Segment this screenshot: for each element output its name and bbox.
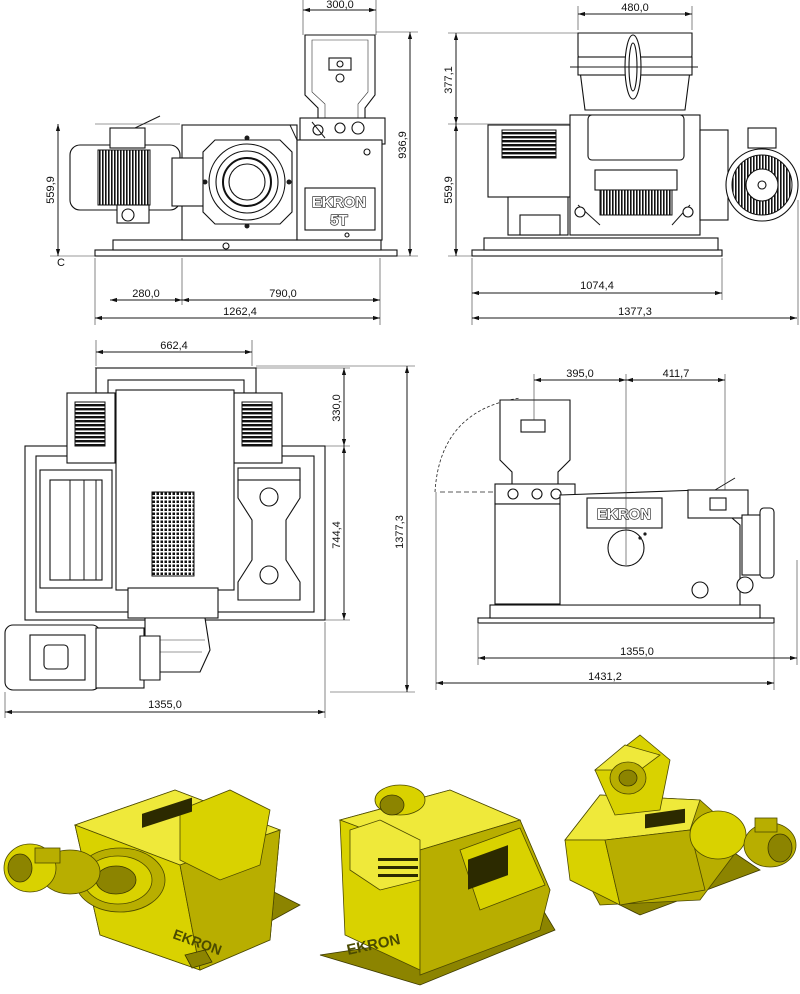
ring-front — [202, 135, 293, 229]
dim-side-top: 480,0 — [621, 2, 649, 14]
dim-side-upper: 377,1 — [443, 66, 455, 94]
iso-view-left: EKRON — [3, 789, 301, 971]
dim-top-total-h: 1377,3 — [394, 515, 406, 549]
side-view — [471, 32, 799, 257]
top-view — [4, 367, 326, 691]
dim-side-b2: 1377,3 — [618, 306, 652, 318]
dim-side-lower: 559,9 — [443, 176, 455, 204]
dim-front-left: 559,9 — [45, 176, 57, 204]
logo-rear: EKRON — [597, 506, 651, 523]
dim-front-top: 300,0 — [326, 0, 354, 11]
dim-rear-b1: 1355,0 — [620, 646, 654, 658]
iso-view-middle: EKRON — [319, 784, 556, 986]
front-view: EKRON 5T — [69, 34, 398, 257]
dim-side-b1: 1074,4 — [580, 280, 614, 292]
dim-top-mid: 744,4 — [331, 521, 343, 549]
dim-front-b1: 280,0 — [132, 288, 160, 300]
dim-top-width: 662,4 — [160, 340, 188, 352]
iso-view-right — [564, 734, 797, 916]
front-dimensions: 300,0 559,9 C 936,9 280,0 790,0 1262,4 — [45, 0, 418, 325]
side-dimensions: 480,0 377,1 559,9 1074,4 1377,3 — [443, 2, 799, 325]
dim-front-b3: 1262,4 — [223, 306, 257, 318]
dim-rear-b2: 1431,2 — [588, 671, 622, 683]
motor-front — [69, 115, 181, 224]
model-front: 5T — [330, 212, 348, 229]
dim-top-total-w: 1355,0 — [148, 699, 182, 711]
dim-rear-left: 395,0 — [566, 368, 594, 380]
top-dimensions: 662,4 330,0 744,4 1377,3 1355,0 — [4, 340, 415, 718]
dim-top-upper: 330,0 — [331, 394, 343, 422]
dim-front-right: 936,9 — [397, 131, 409, 159]
logo-front: EKRON — [312, 194, 366, 211]
dim-rear-right: 411,7 — [663, 368, 690, 380]
dim-front-b2: 790,0 — [269, 288, 297, 300]
front-corner-mark: C — [57, 257, 65, 269]
rear-view: EKRON — [434, 397, 775, 624]
rear-dimensions: 395,0 411,7 1355,0 1431,2 — [435, 368, 798, 690]
